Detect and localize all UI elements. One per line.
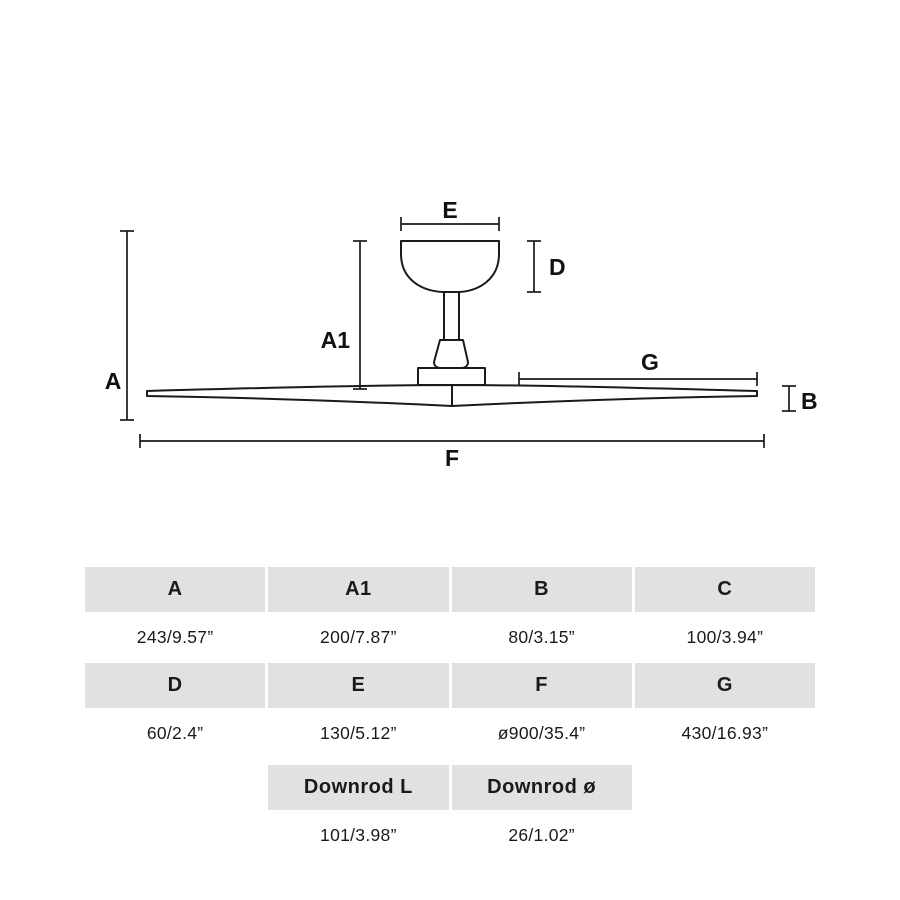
dim-G	[518, 372, 758, 386]
dim-label-e: E	[442, 197, 457, 223]
table-value-cell-a1: 200/7.87”	[320, 627, 397, 647]
table-header-cell-c: C	[634, 567, 815, 612]
dim-label-a1: A1	[321, 327, 351, 353]
table-value-row-3: 101/3.98” 26/1.02”	[85, 813, 815, 858]
table-value-row-2: 60/2.4” 130/5.12” ø900/35.4” 430/16.93”	[85, 711, 815, 756]
table-header-cell-b: B	[451, 567, 632, 612]
table-header-cell-f: F	[451, 663, 632, 708]
table-value-cell-blank-right	[635, 813, 815, 858]
fan-drawing	[146, 240, 758, 407]
downrod-shape	[443, 291, 460, 341]
dimensions-table: A A1 B C 243/9.57” 200/7.87” 80/3.15” 10…	[85, 567, 815, 861]
dimension-lines	[120, 217, 796, 448]
table-value-cell-c: 100/3.94”	[686, 627, 764, 647]
table-header-cell-downrod-l: Downrod L	[268, 765, 449, 810]
dim-F	[139, 434, 765, 448]
table-header-cell-a1: A1	[268, 567, 449, 612]
dim-B	[782, 385, 796, 412]
dim-A1	[353, 240, 367, 390]
table-header-cell-blank-left	[85, 765, 265, 810]
dim-label-g: G	[641, 349, 659, 375]
motor-coupler-shape	[433, 339, 469, 369]
table-header-cell-e: E	[268, 663, 449, 708]
motor-hub-shape	[417, 367, 486, 386]
fan-diagram: E D A A1 G B F	[105, 197, 818, 471]
canopy-shape	[400, 240, 500, 293]
dim-E	[400, 217, 500, 231]
dim-label-b: B	[801, 388, 818, 414]
table-header-row-1: A A1 B C	[85, 567, 815, 612]
table-header-cell-d: D	[85, 663, 266, 708]
table-value-row-1: 243/9.57” 200/7.87” 80/3.15” 100/3.94”	[85, 615, 815, 660]
dim-label-a: A	[105, 368, 122, 394]
table-value-cell-g: 430/16.93”	[681, 723, 769, 743]
table-header-row-2: D E F G	[85, 663, 815, 708]
table-value-cell-e: 130/5.12”	[320, 723, 397, 743]
table-header-cell-a: A	[85, 567, 266, 612]
table-header-row-3: Downrod L Downrod ø	[85, 765, 815, 810]
table-value-cell-downrod-dia: 26/1.02”	[508, 825, 575, 845]
dim-A	[120, 230, 134, 421]
dim-label-d: D	[549, 254, 566, 280]
table-value-cell-f: ø900/35.4”	[497, 723, 586, 743]
table-value-cell-b: 80/3.15”	[508, 627, 575, 647]
table-value-cell-d: 60/2.4”	[146, 723, 204, 743]
dim-D	[527, 240, 541, 293]
dim-label-f: F	[445, 445, 459, 471]
blade-left-shape	[146, 384, 453, 407]
blade-right-shape	[451, 384, 758, 407]
table-header-cell-downrod-dia: Downrod ø	[451, 765, 632, 810]
table-value-cell-a: 243/9.57”	[136, 627, 214, 647]
table-value-cell-blank-left	[85, 813, 265, 858]
table-header-cell-g: G	[634, 663, 815, 708]
table-value-cell-downrod-l: 101/3.98”	[320, 825, 397, 845]
table-header-cell-blank-right	[635, 765, 815, 810]
